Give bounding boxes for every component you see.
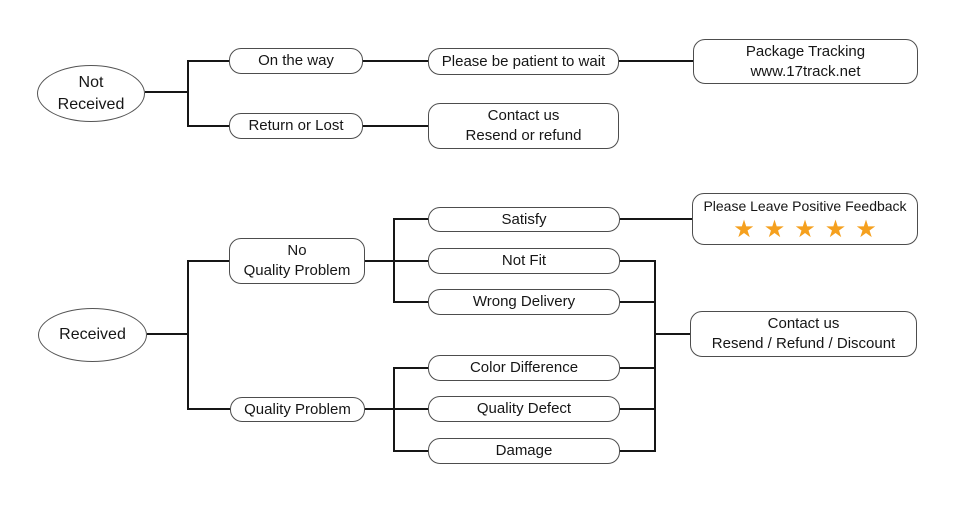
connector-line xyxy=(187,260,189,410)
connector-line xyxy=(620,408,655,410)
node-damage: Damage xyxy=(428,438,620,464)
connector-line xyxy=(654,260,656,452)
connector-line xyxy=(620,450,655,452)
node-quality-problem: Quality Problem xyxy=(230,397,365,422)
connector-line xyxy=(620,367,655,369)
connector-line xyxy=(620,260,655,262)
star-rating: ★ ★ ★ ★ ★ xyxy=(733,217,877,241)
node-on-the-way: On the way xyxy=(229,48,363,74)
connector-line xyxy=(620,218,692,220)
node-quality-defect: Quality Defect xyxy=(428,396,620,422)
connector-line xyxy=(393,367,428,369)
connector-line xyxy=(187,260,229,262)
node-no-quality-problem: No Quality Problem xyxy=(229,238,365,284)
connector-line xyxy=(393,367,395,452)
connector-line xyxy=(393,218,395,303)
node-positive-feedback: Please Leave Positive Feedback ★ ★ ★ ★ ★ xyxy=(692,193,918,245)
node-package-tracking: Package Tracking www.17track.net xyxy=(693,39,918,84)
node-contact-resend-refund: Contact us Resend or refund xyxy=(428,103,619,149)
star-icon: ★ xyxy=(733,215,755,244)
connector-line xyxy=(363,60,428,62)
node-not-received: Not Received xyxy=(37,65,145,122)
star-icon: ★ xyxy=(763,215,786,244)
connector-line xyxy=(619,60,693,62)
connector-line xyxy=(655,333,690,335)
connector-line xyxy=(365,408,428,410)
node-satisfy: Satisfy xyxy=(428,207,620,232)
connector-line xyxy=(147,333,188,335)
star-icon: ★ xyxy=(824,215,847,244)
star-icon: ★ xyxy=(855,215,877,244)
connector-line xyxy=(187,125,229,127)
connector-line xyxy=(620,301,655,303)
star-icon: ★ xyxy=(794,215,816,244)
node-color-difference: Color Difference xyxy=(428,355,620,381)
node-not-fit: Not Fit xyxy=(428,248,620,274)
node-received: Received xyxy=(38,308,147,362)
positive-feedback-label: Please Leave Positive Feedback xyxy=(703,197,907,214)
connector-line xyxy=(393,450,428,452)
node-return-or-lost: Return or Lost xyxy=(229,113,363,139)
connector-line xyxy=(145,91,188,93)
node-contact-resend-refund-discount: Contact us Resend / Refund / Discount xyxy=(690,311,917,357)
node-please-wait: Please be patient to wait xyxy=(428,48,619,75)
connector-line xyxy=(187,60,189,127)
connector-line xyxy=(363,125,428,127)
connector-line xyxy=(393,218,428,220)
connector-line xyxy=(187,60,229,62)
connector-line xyxy=(393,301,428,303)
node-wrong-delivery: Wrong Delivery xyxy=(428,289,620,315)
connector-line xyxy=(187,408,230,410)
connector-line xyxy=(365,260,428,262)
